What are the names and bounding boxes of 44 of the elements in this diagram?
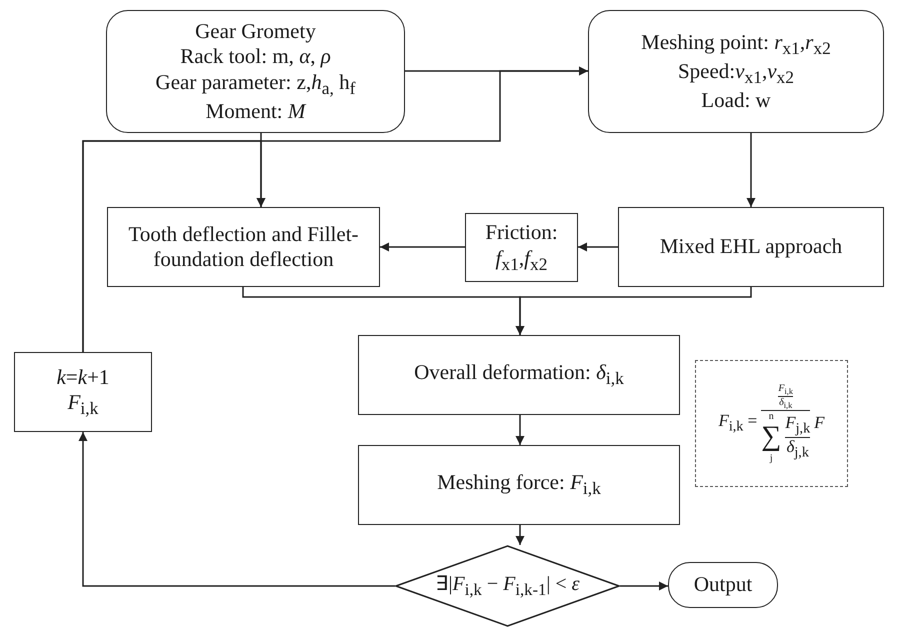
node-label: Friction: f$_{x1}$,f$_{x2}$: [484, 220, 559, 275]
node-label: Tooth deflection and Fillet-foundation deflection: [127, 222, 360, 272]
process-box: [107, 207, 380, 287]
node-label: Overall deformation: δ$_{i,k}$: [414, 360, 624, 390]
node-label: Meshing point: r$_{x1}$,r$_{x2}$: [641, 30, 831, 59]
formula-term: F$_{j,k}$: [785, 414, 810, 438]
arrow: [78, 432, 395, 587]
arrow: [578, 242, 618, 252]
arrow: [516, 287, 752, 335]
node-label: Rack tool: m, α, ρ: [180, 44, 331, 70]
node-label: Gear Gromety: [195, 19, 316, 44]
rounded-process-box: [668, 562, 778, 608]
formula-box: [695, 360, 848, 487]
arrow: [620, 582, 668, 590]
node-label: Moment: M: [206, 98, 306, 124]
decision-diamond: [395, 545, 620, 627]
process-box: [358, 335, 680, 415]
arrow: [516, 525, 524, 545]
process-box: [465, 213, 578, 282]
formula-term: F: [814, 414, 825, 433]
formula-term: F$_{i,k}$: [778, 382, 794, 396]
process-box: [358, 445, 680, 525]
node-label: Output: [694, 572, 752, 598]
arrow: [82, 66, 588, 352]
node-label: Load: w: [701, 88, 771, 114]
arrow: [380, 242, 465, 252]
rounded-process-box: [588, 10, 884, 133]
process-box: [618, 207, 884, 287]
formula-term: n: [768, 411, 774, 422]
node-label: k=k+1 F$_{i,k}$: [56, 364, 110, 420]
process-box: [14, 352, 152, 432]
arrow: [746, 133, 756, 207]
node-label: Meshing force: F$_{i,k}$: [437, 470, 601, 500]
node-label: Speed:v$_{x1}$,v$_{x2}$: [678, 58, 794, 88]
arrow: [516, 415, 524, 445]
sum-sign: ∑: [761, 422, 782, 454]
node-label: Mixed EHL approach: [660, 234, 842, 260]
formula-term: δ$_{i,k}$: [779, 397, 792, 410]
condition-label: ∃|F$_{i,k}$ − F$_{i,k-1}$| < ε: [435, 572, 580, 600]
formula-term: δ$_{j,k}$: [786, 438, 809, 462]
node-label: Gear parameter: z,h$_{a,}$ h$_{f}$: [156, 70, 356, 99]
rounded-process-box: [106, 10, 405, 133]
formula-term: F$_{i,k}$ =: [718, 412, 758, 435]
formula-term: j: [770, 453, 773, 464]
